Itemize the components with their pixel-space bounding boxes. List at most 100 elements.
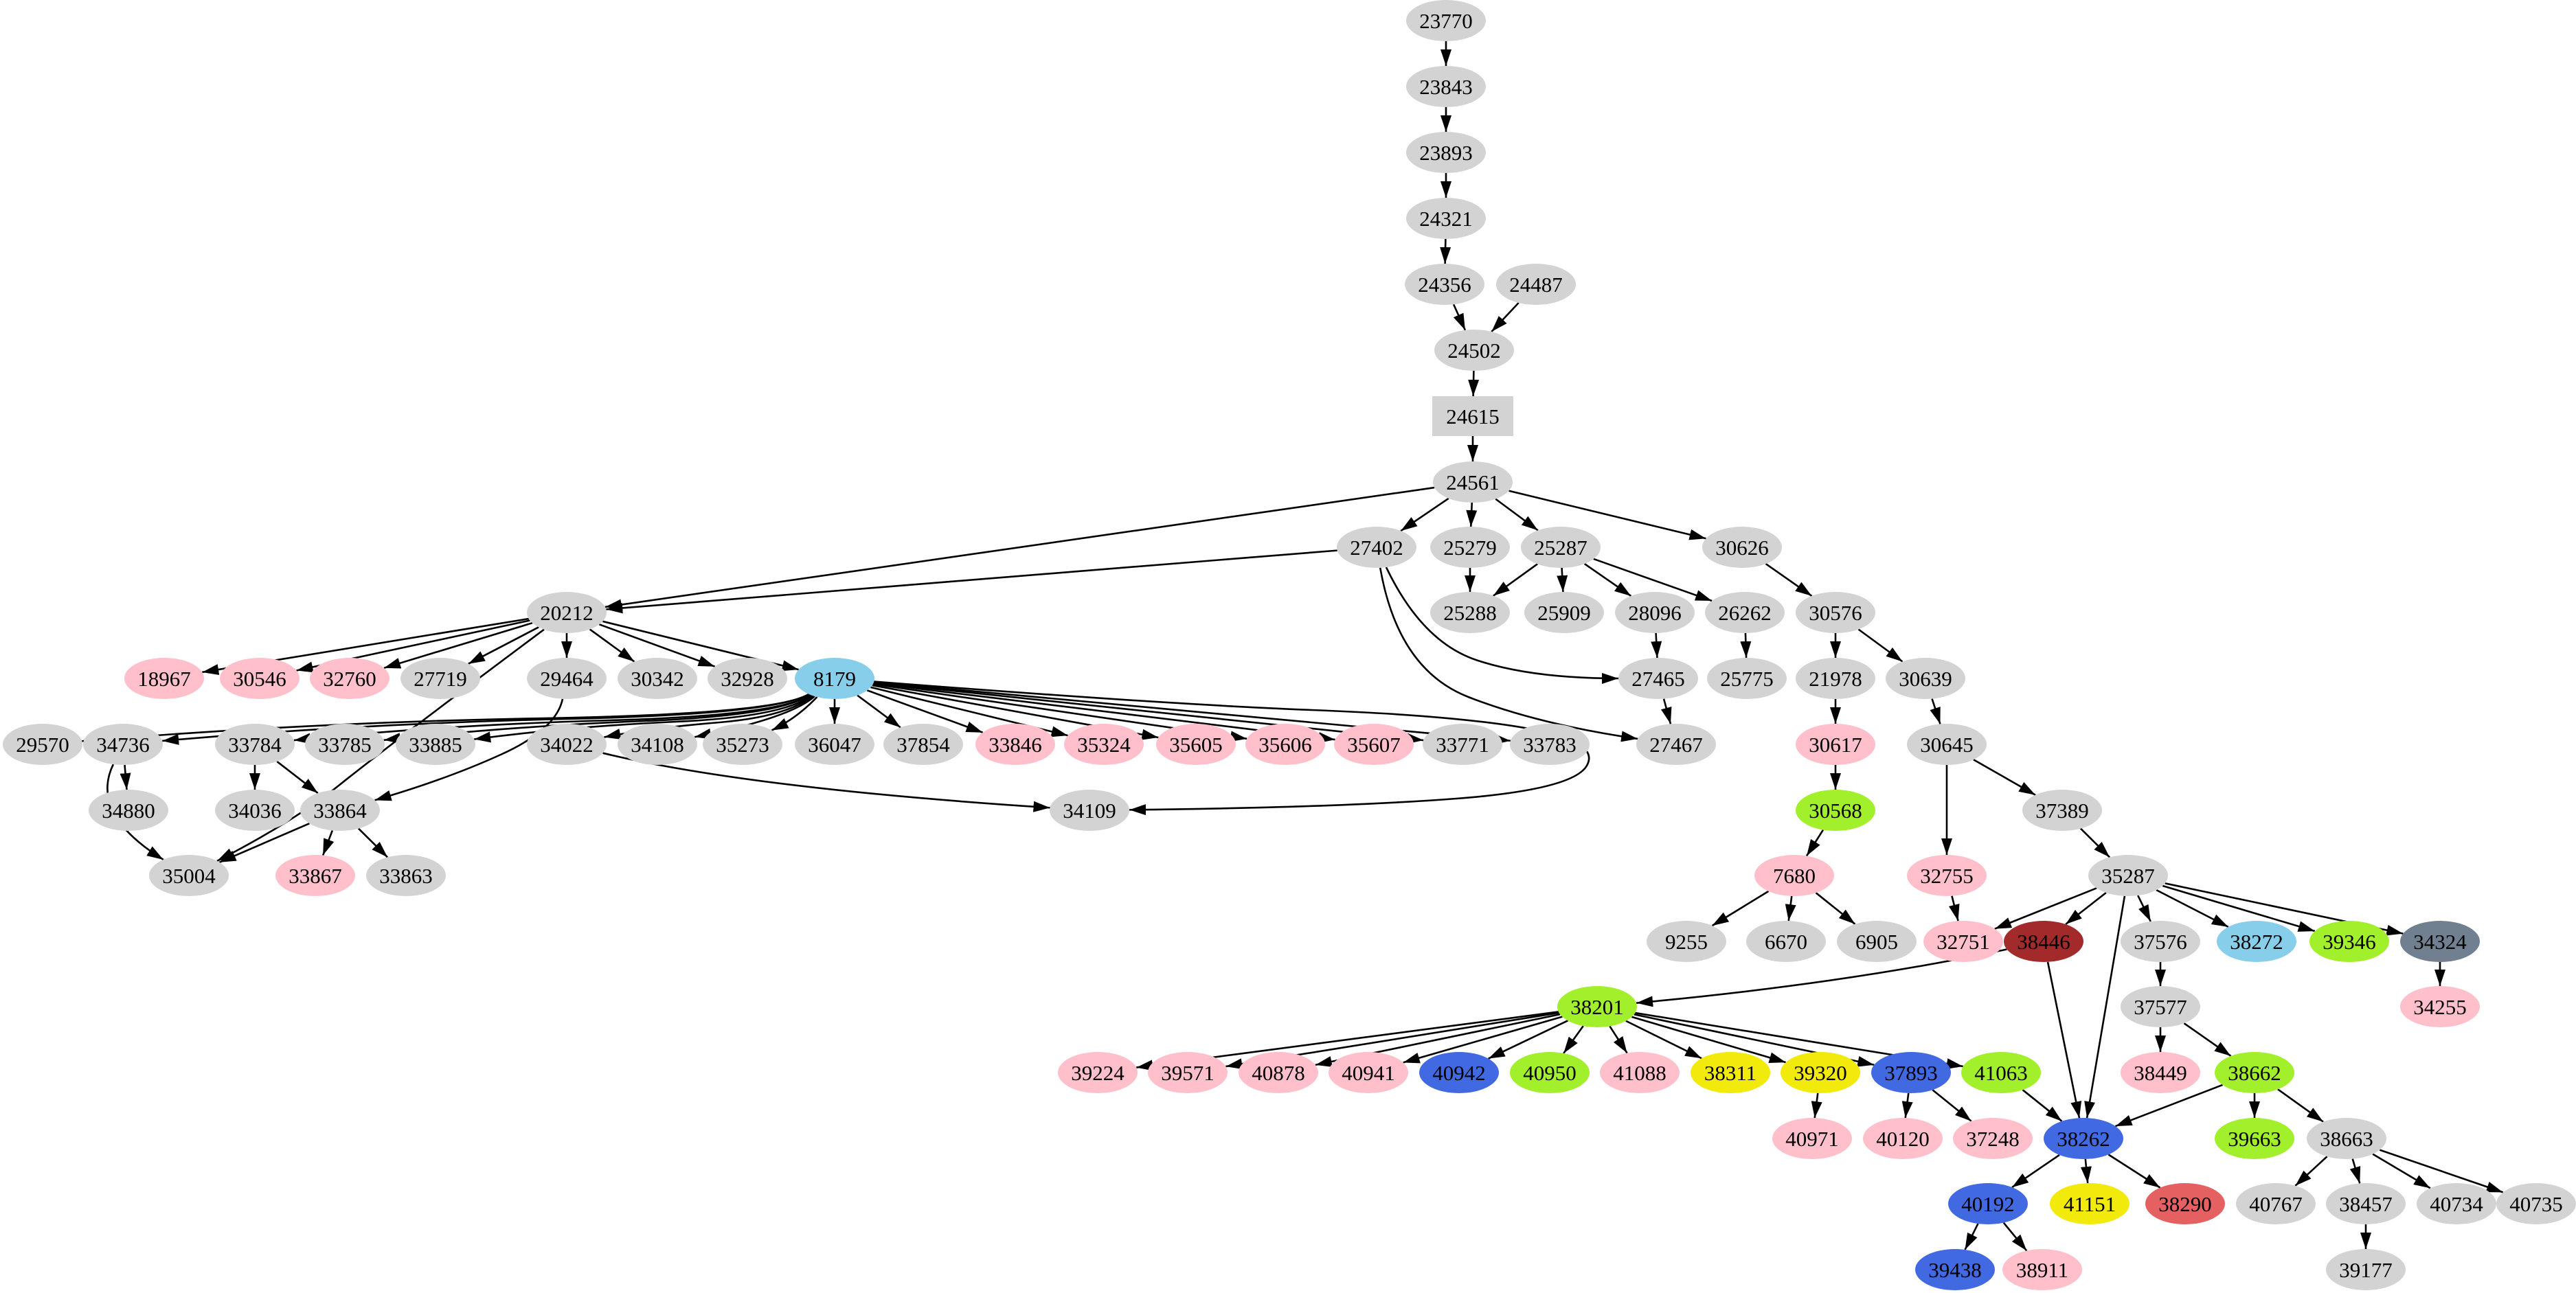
- node-label-38663: 38663: [2320, 1127, 2373, 1151]
- edge-38662-38663: [2277, 1088, 2324, 1123]
- node-label-25279: 25279: [1443, 536, 1497, 560]
- node-20212: 20212: [527, 592, 607, 633]
- node-ellipse-35287: [2088, 855, 2168, 896]
- node-ellipse-40941: [1329, 1052, 1408, 1093]
- node-37893: 37893: [1871, 1052, 1951, 1093]
- node-25279: 25279: [1430, 527, 1510, 568]
- edge-38201-40950: [1563, 1025, 1584, 1054]
- edge-8179-37854: [857, 694, 901, 729]
- edge-30626-30576: [1765, 563, 1813, 597]
- node-39320: 39320: [1781, 1052, 1860, 1093]
- node-37576: 37576: [2121, 921, 2200, 962]
- node-label-20212: 20212: [540, 601, 594, 625]
- node-ellipse-38311: [1691, 1052, 1770, 1093]
- node-26262: 26262: [1705, 592, 1785, 633]
- edge-38446-38262: [2046, 961, 2082, 1119]
- node-label-6670: 6670: [1765, 930, 1807, 954]
- node-label-32928: 32928: [721, 667, 774, 691]
- node-ellipse-28096: [1615, 592, 1695, 633]
- node-label-39224: 39224: [1071, 1061, 1125, 1085]
- node-ellipse-39663: [2215, 1118, 2294, 1159]
- edge-20212-32760: [383, 621, 533, 670]
- edge-38663-40734: [2372, 1153, 2431, 1189]
- node-ellipse-32760: [310, 658, 389, 699]
- node-ellipse-39571: [1148, 1052, 1228, 1093]
- node-label-39571: 39571: [1161, 1061, 1214, 1085]
- edge-30576-30639: [1857, 628, 1903, 663]
- node-ellipse-34036: [215, 790, 295, 831]
- node-label-7680: 7680: [1773, 864, 1816, 888]
- node-label-33885: 33885: [409, 733, 462, 757]
- node-ellipse-40950: [1510, 1052, 1590, 1093]
- node-6905: 6905: [1837, 921, 1917, 962]
- edge-37389-35287: [2079, 827, 2111, 858]
- node-label-24487: 24487: [1509, 273, 1563, 297]
- node-ellipse-34880: [89, 790, 168, 831]
- node-38201: 38201: [1557, 986, 1637, 1027]
- node-7680: 7680: [1754, 855, 1834, 896]
- node-25909: 25909: [1524, 592, 1604, 633]
- node-ellipse-40192: [1948, 1183, 2028, 1224]
- node-label-26262: 26262: [1718, 601, 1772, 625]
- node-ellipse-37893: [1871, 1052, 1951, 1093]
- edge-29464-33864: [374, 698, 564, 801]
- node-ellipse-27402: [1337, 527, 1416, 568]
- node-ellipse-27719: [400, 658, 480, 699]
- node-ellipse-30645: [1907, 724, 1987, 765]
- node-ellipse-34255: [2400, 986, 2480, 1027]
- node-label-23770: 23770: [1419, 9, 1473, 33]
- node-38663: 38663: [2307, 1118, 2386, 1159]
- node-ellipse-29464: [527, 658, 607, 699]
- node-30617: 30617: [1796, 724, 1875, 765]
- node-35606: 35606: [1245, 724, 1325, 765]
- node-34255: 34255: [2400, 986, 2480, 1027]
- node-ellipse-32755: [1907, 855, 1987, 896]
- node-label-30617: 30617: [1809, 733, 1862, 757]
- node-label-33864: 33864: [313, 799, 367, 823]
- node-label-6905: 6905: [1855, 930, 1898, 954]
- node-label-33771: 33771: [1436, 733, 1489, 757]
- node-ellipse-40120: [1863, 1118, 1943, 1159]
- node-ellipse-38446: [2004, 921, 2083, 962]
- edge-24561-25287: [1495, 498, 1539, 531]
- edge-24502-24615: [1468, 370, 1480, 397]
- node-label-36047: 36047: [808, 733, 861, 757]
- node-23770: 23770: [1406, 0, 1486, 41]
- node-ellipse-9255: [1647, 921, 1726, 962]
- node-32755: 32755: [1907, 855, 1987, 896]
- node-38272: 38272: [2217, 921, 2296, 962]
- node-ellipse-39177: [2326, 1249, 2406, 1290]
- node-ellipse-35273: [703, 724, 782, 765]
- edge-8179-33846: [866, 689, 984, 733]
- node-24487: 24487: [1496, 264, 1576, 305]
- edge-33864-33867: [321, 829, 335, 856]
- node-ellipse-35606: [1245, 724, 1325, 765]
- edge-24356-24502: [1452, 304, 1467, 331]
- node-32928: 32928: [708, 658, 787, 699]
- node-label-38457: 38457: [2339, 1192, 2393, 1216]
- node-24615: 24615: [1432, 396, 1513, 436]
- node-33885: 33885: [396, 724, 475, 765]
- node-label-25775: 25775: [1720, 667, 1774, 691]
- node-ellipse-33784: [215, 724, 295, 765]
- node-33863: 33863: [366, 855, 446, 896]
- node-ellipse-20212: [527, 592, 607, 633]
- node-label-27719: 27719: [414, 667, 467, 691]
- node-ellipse-37248: [1953, 1118, 2033, 1159]
- node-label-41063: 41063: [1974, 1061, 2028, 1085]
- node-label-38201: 38201: [1570, 995, 1624, 1019]
- node-label-32751: 32751: [1936, 930, 1990, 954]
- node-ellipse-34324: [2400, 921, 2480, 962]
- node-39346: 39346: [2309, 921, 2389, 962]
- node-ellipse-35324: [1064, 724, 1144, 765]
- node-ellipse-30568: [1796, 790, 1875, 831]
- node-ellipse-34108: [618, 724, 697, 765]
- node-ellipse-25287: [1521, 527, 1601, 568]
- node-label-38446: 38446: [2017, 930, 2070, 954]
- edge-24561-20212: [605, 486, 1435, 610]
- node-ellipse-24487: [1496, 264, 1576, 305]
- node-ellipse-33785: [305, 724, 385, 765]
- node-label-34324: 34324: [2413, 930, 2467, 954]
- node-33867: 33867: [275, 855, 355, 896]
